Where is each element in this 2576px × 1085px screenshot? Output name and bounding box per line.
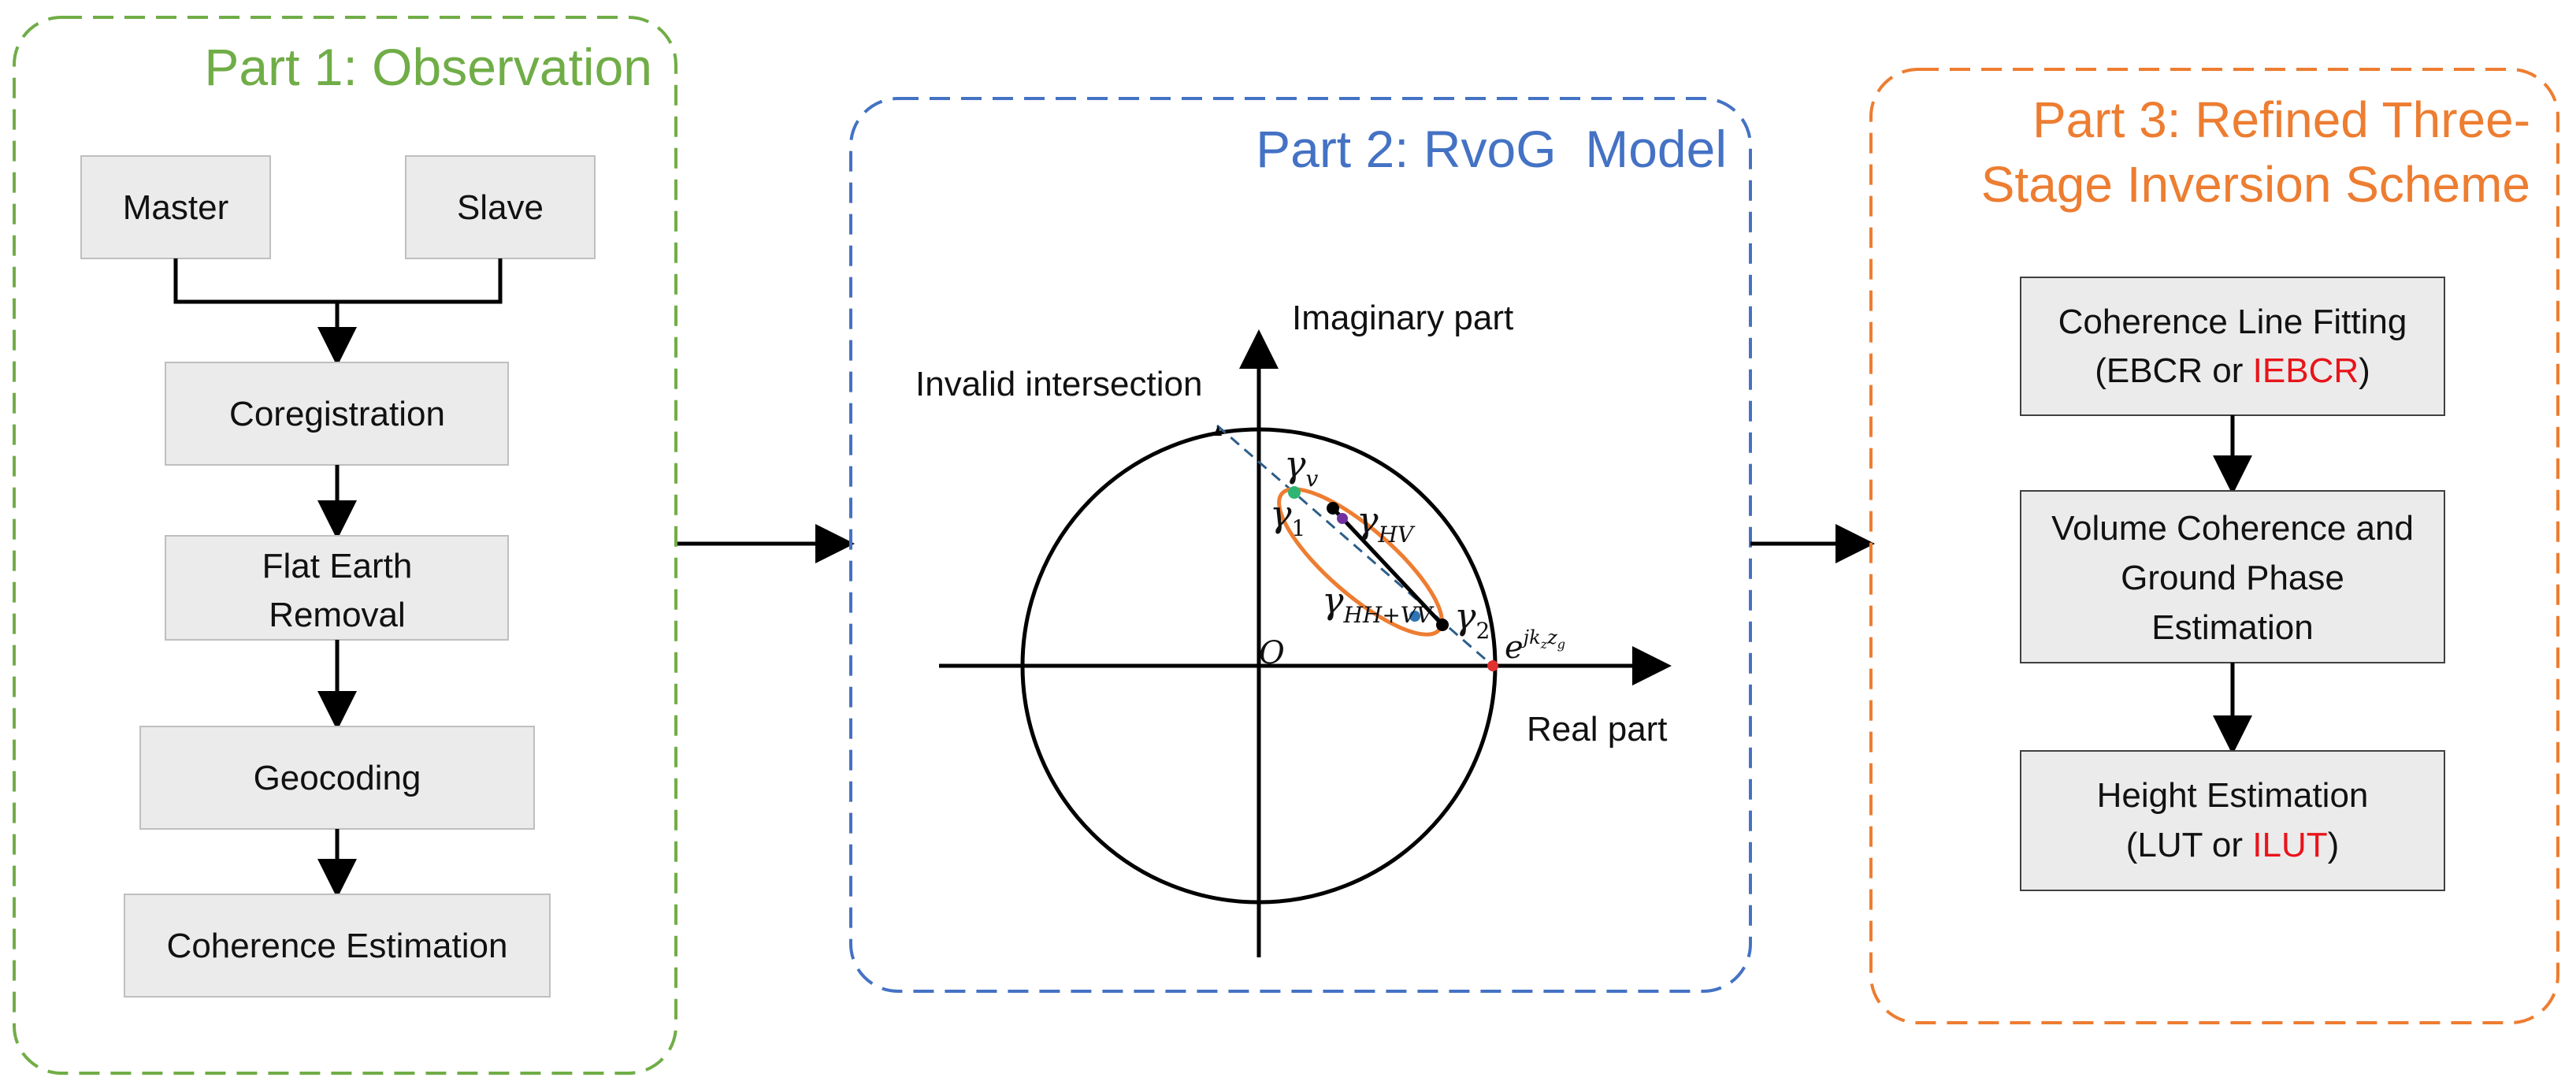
height-estimation-label: Height Estimation: [2097, 776, 2369, 815]
part3-title-line2: Stage Inversion Scheme: [1981, 156, 2530, 213]
part3-border: [1869, 68, 2559, 1024]
gamma-hv-point: [1337, 513, 1348, 524]
coherence-estimation-box: Coherence Estimation: [124, 894, 551, 998]
geocoding-label: Geocoding: [254, 759, 421, 797]
master-connector: [173, 258, 503, 304]
geocoding-box: Geocoding: [139, 726, 535, 830]
invalid-intersection-marker: [1214, 425, 1222, 436]
ground-phase-point: [1487, 660, 1498, 671]
gamma-1-point: [1327, 502, 1339, 515]
imaginary-axis-label: Imaginary part: [1292, 299, 1513, 337]
volume-coherence-label-line2: Ground Phase: [2121, 559, 2344, 597]
gamma-hv-label: γHV: [1357, 499, 1416, 548]
gamma-v-point: [1288, 486, 1301, 499]
gamma-2-point: [1436, 619, 1449, 631]
part2-panel: Part 2: RvoG Model Imaginary part Real p…: [849, 97, 1752, 993]
flat-earth-box: Flat Earth Removal: [165, 535, 509, 641]
gamma-1-label: γ1: [1270, 492, 1305, 541]
coherence-line-segment: [1331, 507, 1444, 626]
real-axis-label: Real part: [1527, 710, 1668, 749]
slave-label: Slave: [457, 188, 544, 227]
invalid-intersection-label: Invalid intersection: [915, 365, 1202, 403]
master-box: Master: [80, 155, 271, 259]
coregistration-label: Coregistration: [229, 395, 445, 433]
height-estimation-method: (LUT or ILUT): [2126, 826, 2340, 864]
coherence-line-dashed: [1216, 424, 1494, 667]
part1-title: Part 1: Observation: [204, 38, 652, 96]
part3-title-line1: Part 3: Refined Three-: [2032, 91, 2530, 148]
master-label: Master: [123, 188, 228, 227]
part3-panel: Part 3: Refined Three- Stage Inversion S…: [1869, 68, 2559, 1024]
part1-border: [13, 16, 677, 1075]
flat-earth-label-line2: Removal: [269, 596, 406, 634]
volume-coherence-box: Volume Coherence and Ground Phase Estima…: [2020, 490, 2445, 663]
gamma-2-label: γ2: [1454, 595, 1490, 644]
part1-panel: Part 1: Observation Master Slave Coregis…: [13, 16, 677, 1075]
flat-earth-label-line1: Flat Earth: [262, 547, 413, 585]
origin-label: O: [1259, 635, 1285, 671]
height-estimation-box: Height Estimation (LUT or ILUT): [2020, 750, 2445, 891]
ground-phase-label: ejkzzg: [1505, 626, 1565, 666]
gamma-hhvv-point: [1409, 611, 1420, 622]
coherence-line-fitting-label: Coherence Line Fitting: [2058, 303, 2407, 341]
slave-box: Slave: [405, 155, 596, 259]
volume-coherence-label-line3: Estimation: [2151, 608, 2313, 647]
coherence-line-fitting-method: (EBCR or IEBCR): [2095, 351, 2370, 390]
volume-coherence-label-line1: Volume Coherence and: [2051, 509, 2414, 548]
gamma-hhvv-label: γHH+VV: [1322, 579, 1435, 628]
gamma-v-label: γv: [1284, 443, 1319, 492]
part2-title: Part 2: RvoG Model: [1256, 120, 1727, 178]
coherence-estimation-label: Coherence Estimation: [167, 927, 508, 965]
coregistration-box: Coregistration: [165, 362, 509, 466]
coherence-line-fitting-box: Coherence Line Fitting (EBCR or IEBCR): [2020, 277, 2445, 416]
